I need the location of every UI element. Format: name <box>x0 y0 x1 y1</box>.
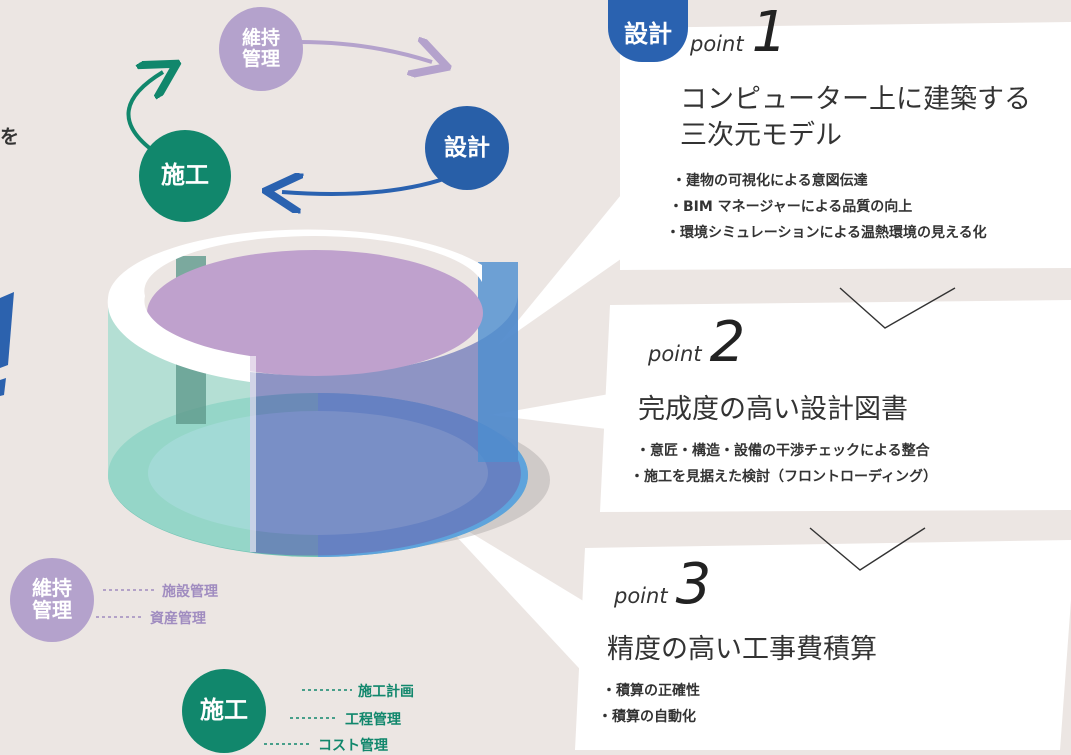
legend-item: コスト管理 <box>318 738 388 754</box>
callout-pointer-2 <box>490 393 615 430</box>
point-3-bullets: ・積算の正確性 ・積算の自動化 <box>598 678 700 730</box>
point-word: point <box>648 342 702 366</box>
point-1-bullets: ・建物の可視化による意図伝達 ・BIM マネージャーによる品質の向上 ・環境シミ… <box>666 168 987 246</box>
point-word: point <box>690 32 744 56</box>
legend-item: 資産管理 <box>150 611 206 627</box>
panel-point-1 <box>620 22 1071 270</box>
point-number: 3 <box>675 552 712 617</box>
bullet-item: ・建物の可視化による意図伝達 <box>672 173 868 189</box>
cylinder-wall-right <box>478 262 518 462</box>
point-3-title-line: 精度の高い工事費積算 <box>607 634 877 665</box>
arrow-design-to-construction <box>282 175 456 194</box>
point-1-heading: point 1 <box>690 0 787 65</box>
bullet-item: ・意匠・構造・設備の干渉チェックによる整合 <box>636 443 930 459</box>
callout-pointer-3 <box>430 508 590 680</box>
legend-item: 工程管理 <box>345 712 401 728</box>
panel-point-3 <box>575 540 1071 750</box>
point-2-heading: point 2 <box>648 310 745 375</box>
cylinder-wall-blue <box>250 292 521 556</box>
chevron-down-icon <box>809 527 926 571</box>
point-3-title: 精度の高い工事費積算 <box>607 632 877 668</box>
point-2-title-line: 完成度の高い設計図書 <box>638 394 908 425</box>
legend-badge-construction-label: 施工 <box>200 696 248 725</box>
point-word: point <box>614 584 668 608</box>
legend-badge-maintenance: 維持 管理 <box>10 558 94 642</box>
cylinder-edge-highlight <box>250 356 256 552</box>
chevron-down-icon <box>839 287 956 329</box>
arrow-construction-to-maintenance <box>126 72 163 152</box>
edge-fragment <box>0 292 14 368</box>
panel-point-2 <box>600 300 1071 512</box>
bullet-item: ・環境シミュレーションによる温熱環境の見える化 <box>666 225 987 241</box>
cycle-badge-design-label: 設計 <box>444 134 490 161</box>
callout-pointer-1 <box>498 162 648 345</box>
cycle-badge-construction-label: 施工 <box>161 161 209 190</box>
legend-badge-maintenance-label: 維持 管理 <box>32 576 72 622</box>
point-1-title-line: コンピューター上に建築する <box>680 84 1031 115</box>
cycle-badge-maintenance: 維持 管理 <box>219 7 303 91</box>
point-2-title: 完成度の高い設計図書 <box>638 392 908 428</box>
point-2-bullets: ・意匠・構造・設備の干渉チェックによる整合 ・施工を見据えた検討（フロントローデ… <box>630 438 937 490</box>
bullet-item: ・施工を見据えた検討（フロントローディング） <box>630 469 938 485</box>
cylinder-top-purple <box>147 250 483 376</box>
cycle-badge-design: 設計 <box>425 106 509 190</box>
legend-item: 施設管理 <box>162 584 218 600</box>
arrow-maintenance-to-design <box>299 42 432 62</box>
cycle-badge-maintenance-label: 維持 管理 <box>241 27 280 70</box>
point-1-title-line: 三次元モデル <box>680 119 842 151</box>
design-tag: 設計 <box>608 0 688 62</box>
legend-item: 施工計画 <box>358 684 414 700</box>
bullet-item: ・BIM マネージャーによる品質の向上 <box>669 199 913 215</box>
bullet-item: ・積算の自動化 <box>598 709 696 725</box>
point-number: 1 <box>751 0 788 65</box>
point-number: 2 <box>709 310 746 375</box>
bim-cylinder <box>107 229 550 557</box>
bullet-item: ・積算の正確性 <box>602 683 700 699</box>
cutoff-text: を <box>0 126 20 148</box>
point-1-title: コンピューター上に建築する 三次元モデル <box>680 82 1031 153</box>
legend-badge-construction: 施工 <box>182 669 266 753</box>
edge-fragment <box>0 378 6 396</box>
point-3-heading: point 3 <box>614 552 711 617</box>
cycle-badge-construction: 施工 <box>139 130 231 222</box>
